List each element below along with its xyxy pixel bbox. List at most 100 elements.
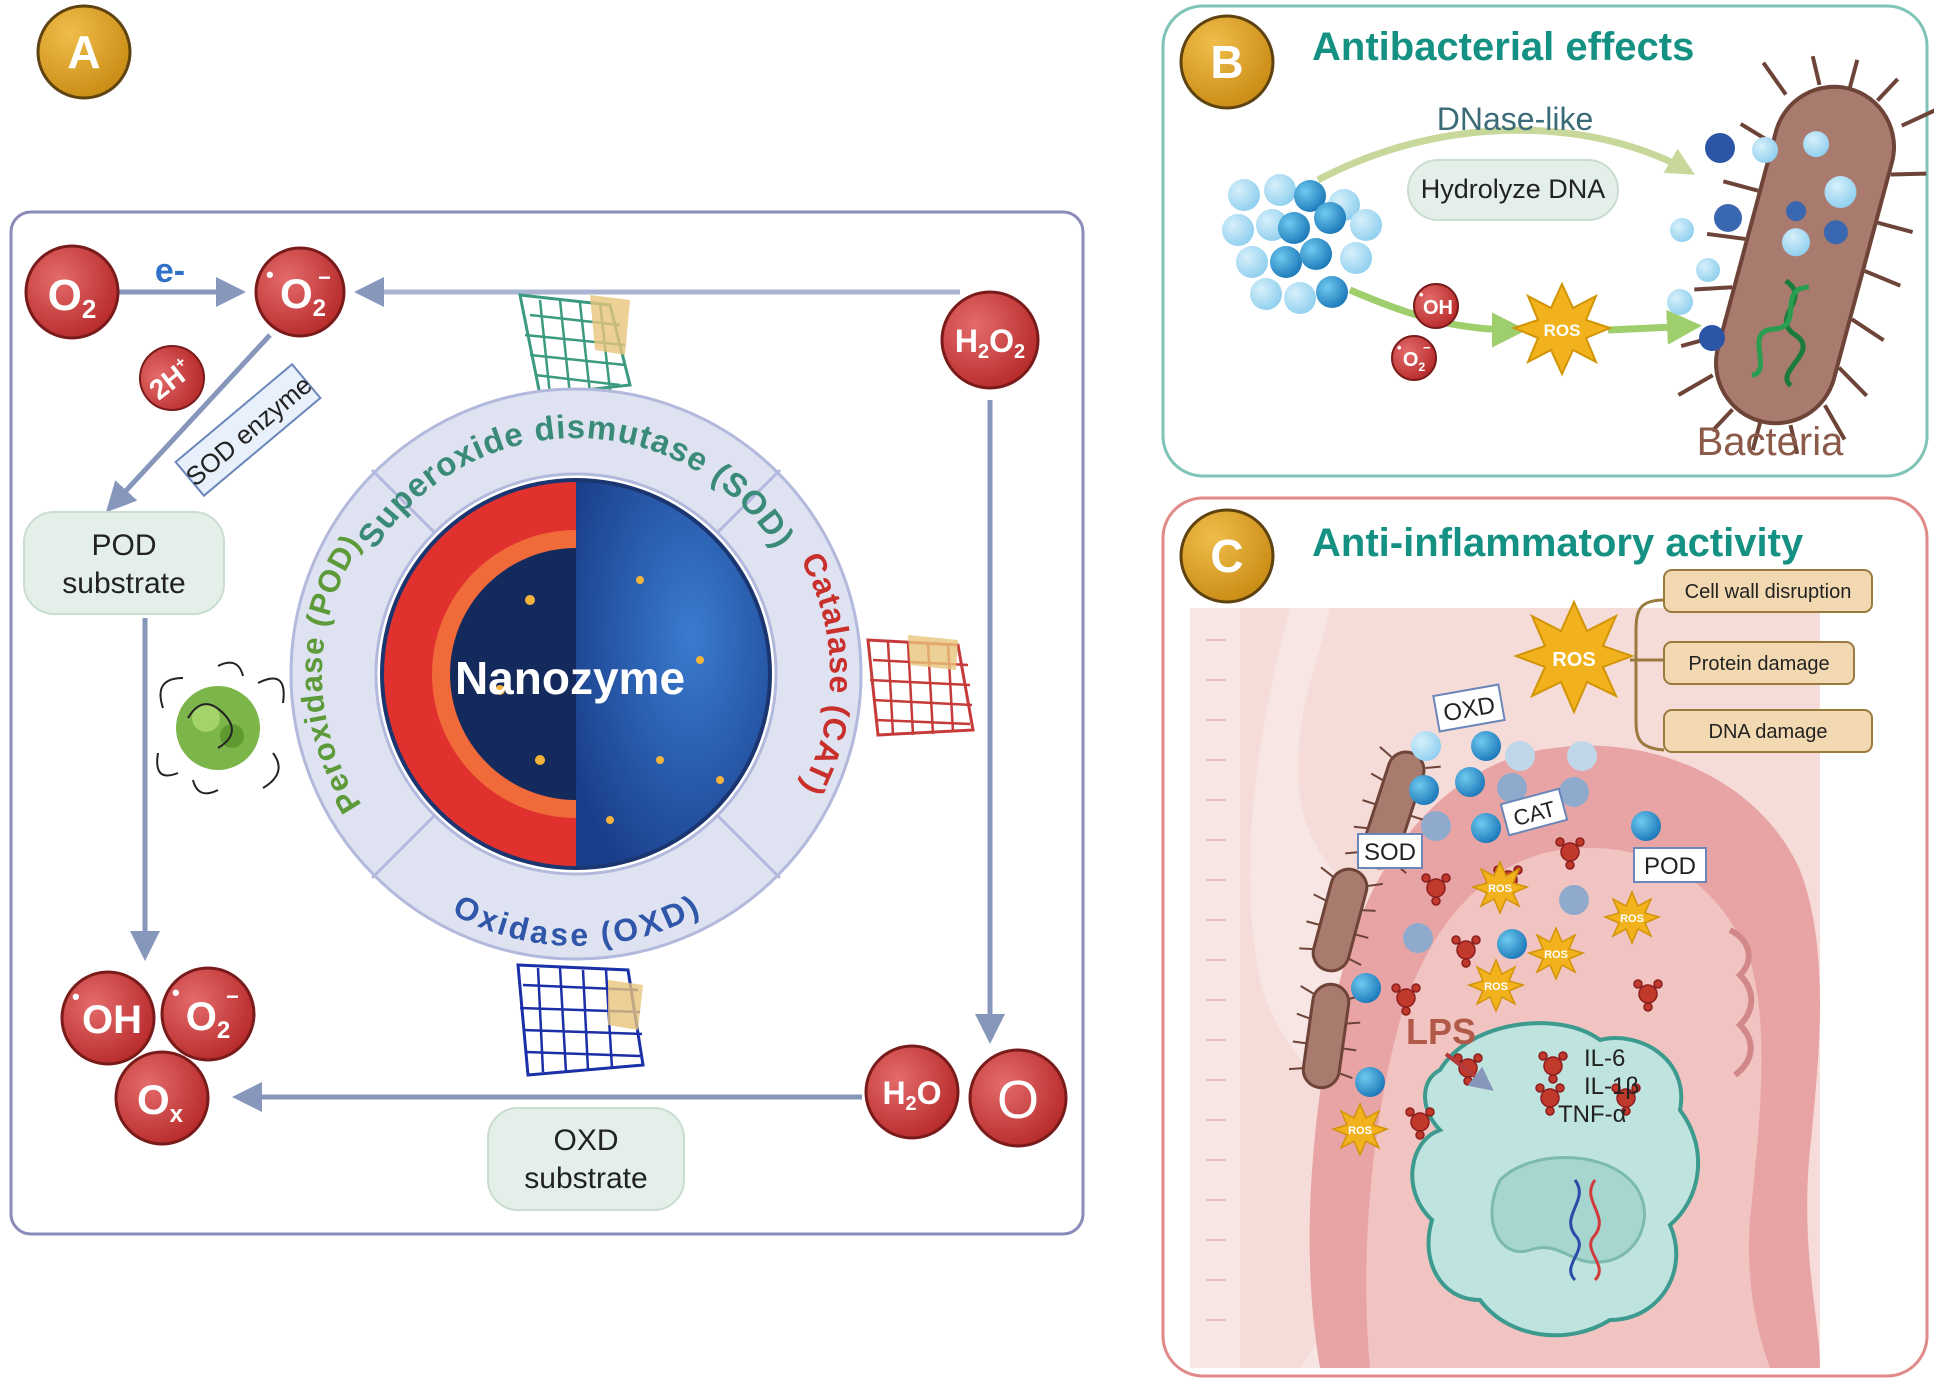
nanozyme-label: Nanozyme bbox=[455, 652, 685, 704]
panel-a: A O2 e- • O2 − H2O2 2H+ bbox=[9, 4, 1085, 1236]
two-h-plus: 2H+ bbox=[139, 345, 205, 411]
superoxide-product-sub: 2 bbox=[217, 1017, 230, 1044]
o2-molecule: O2 bbox=[24, 244, 120, 340]
superoxide-small-sup: − bbox=[1423, 340, 1431, 355]
panel-a-letter: A bbox=[67, 26, 100, 78]
superoxide-product-sup: − bbox=[226, 984, 239, 1009]
panel-c-badge bbox=[1179, 508, 1275, 604]
ros-burst-b-label: ROS bbox=[1544, 321, 1581, 340]
pod-substrate-line1: POD bbox=[91, 529, 156, 562]
catalase-protein-icon bbox=[866, 635, 975, 737]
effect-box-dna: DNA damage bbox=[1663, 709, 1873, 753]
lps-arrow bbox=[1444, 1052, 1494, 1091]
oh-radical: • OH bbox=[60, 970, 156, 1066]
svg-text:Ox: Ox bbox=[137, 1076, 184, 1128]
pod-substrate-line2: substrate bbox=[62, 567, 185, 600]
ros-burst-b: ROS bbox=[1511, 281, 1613, 377]
bacteria-particle bbox=[1670, 218, 1694, 242]
svg-text:O2: O2 bbox=[48, 271, 97, 324]
h2o2-h: H bbox=[955, 323, 978, 359]
inflammatory-particles bbox=[1391, 837, 1663, 1140]
dnase-label: DNase-like bbox=[1437, 101, 1593, 137]
cytokine-il6: IL-6 bbox=[1584, 1045, 1625, 1072]
ros-burst-small: ROS bbox=[1466, 958, 1526, 1013]
panel-b-badge bbox=[1179, 14, 1275, 110]
cytokine-il1b: IL-1β bbox=[1584, 1073, 1639, 1100]
ros-small-label: ROS bbox=[1484, 981, 1508, 993]
cytokine-tnfa: TNF-α bbox=[1558, 1101, 1627, 1128]
pod-tag: POD bbox=[1633, 847, 1707, 883]
panel-b-letter: B bbox=[1210, 36, 1243, 88]
effect-protein-label: Protein damage bbox=[1688, 653, 1829, 675]
h2o-h: H bbox=[882, 1075, 905, 1111]
o2-sub: 2 bbox=[82, 294, 96, 324]
bacteria-particle bbox=[1752, 137, 1778, 163]
bacteria-particle bbox=[1667, 289, 1693, 315]
oh-text: OH bbox=[82, 998, 142, 1042]
oxd-substrate-box: OXD substrate bbox=[487, 1107, 685, 1211]
oxidase-protein-icon bbox=[516, 963, 645, 1077]
ros-burst-small: ROS bbox=[1602, 890, 1662, 945]
bacteria-label: Bacteria bbox=[1697, 420, 1844, 464]
superoxide-dot: • bbox=[266, 262, 274, 287]
superoxide-small: • O2 − bbox=[1391, 335, 1437, 381]
sod-tag-label: SOD bbox=[1364, 839, 1416, 866]
h2o-o: O bbox=[917, 1075, 942, 1111]
bacterium bbox=[1677, 55, 1934, 455]
superoxide-product-dot: • bbox=[172, 980, 180, 1005]
ros-small-label: ROS bbox=[1544, 949, 1568, 961]
superoxide-text: O bbox=[280, 270, 313, 317]
hydrolyze-dna-pill: Hydrolyze DNA bbox=[1407, 159, 1619, 221]
oh-small-text: OH bbox=[1423, 297, 1453, 319]
bacteria-particle bbox=[1696, 258, 1720, 282]
ros-burst-main: ROS bbox=[1513, 599, 1635, 715]
effect-box-cell-wall: Cell wall disruption bbox=[1663, 569, 1873, 613]
o2-text: O bbox=[48, 271, 82, 320]
svg-text:H2O2: H2O2 bbox=[955, 323, 1025, 363]
bacteria-particle bbox=[1699, 325, 1725, 351]
superoxide-small-text: O bbox=[1403, 349, 1419, 371]
nanozyme-sphere: Nanozyme bbox=[380, 478, 772, 870]
electron-label: e- bbox=[155, 252, 185, 290]
panel-b-title: Antibacterial effects bbox=[1312, 25, 1694, 69]
ros-burst-small: ROS bbox=[1330, 1102, 1390, 1157]
hydrolyze-label: Hydrolyze DNA bbox=[1421, 174, 1606, 204]
ros-small-label: ROS bbox=[1620, 913, 1644, 925]
oxygen-radical: O bbox=[968, 1048, 1068, 1148]
h2o2-sub-a: 2 bbox=[978, 341, 989, 363]
lps-label: LPS bbox=[1406, 1011, 1476, 1052]
ros-arrow-2 bbox=[1607, 309, 1702, 345]
oh-small: • OH bbox=[1413, 283, 1459, 329]
ros-burst-small: ROS bbox=[1470, 860, 1530, 915]
oxygen-radical-text: O bbox=[997, 1070, 1039, 1130]
svg-text:O2: O2 bbox=[186, 995, 230, 1044]
arrow-sod-to-pod bbox=[105, 333, 272, 513]
panel-c: ROS ROS ROS ROS ROS OXD CAT SOD bbox=[1161, 496, 1929, 1378]
oxd-substrate-line1: OXD bbox=[553, 1124, 618, 1157]
panel-c-letter: C bbox=[1210, 530, 1243, 582]
superoxide-small-dot: • bbox=[1397, 340, 1402, 355]
superoxide-sup: − bbox=[318, 265, 331, 290]
h2o2-o: O bbox=[989, 323, 1014, 359]
ox-product: Ox bbox=[114, 1050, 210, 1146]
ox-text: O bbox=[137, 1076, 170, 1123]
sod-protein-icon bbox=[518, 293, 632, 397]
ros-main-label: ROS bbox=[1552, 649, 1595, 671]
nanoparticle-cluster bbox=[1222, 174, 1382, 314]
svg-text:O2: O2 bbox=[280, 270, 326, 322]
h2o-sub: 2 bbox=[906, 1093, 917, 1115]
sod-tag: SOD bbox=[1357, 833, 1423, 869]
pod-substrate-box: POD substrate bbox=[23, 511, 225, 615]
effect-dna-label: DNA damage bbox=[1709, 721, 1828, 743]
bacteria-particle bbox=[1714, 204, 1742, 232]
panel-c-title: Anti-inflammatory activity bbox=[1312, 521, 1804, 565]
effects-bracket bbox=[1630, 598, 1665, 752]
superoxide-sub: 2 bbox=[313, 295, 326, 322]
tissue-bacteria bbox=[1288, 746, 1441, 1090]
h2o2-molecule: H2O2 bbox=[940, 290, 1040, 390]
ros-small-label: ROS bbox=[1348, 1125, 1372, 1137]
superoxide-product-text: O bbox=[186, 995, 217, 1039]
ros-burst-small: ROS bbox=[1526, 926, 1586, 981]
ox-sub: x bbox=[170, 1101, 184, 1128]
